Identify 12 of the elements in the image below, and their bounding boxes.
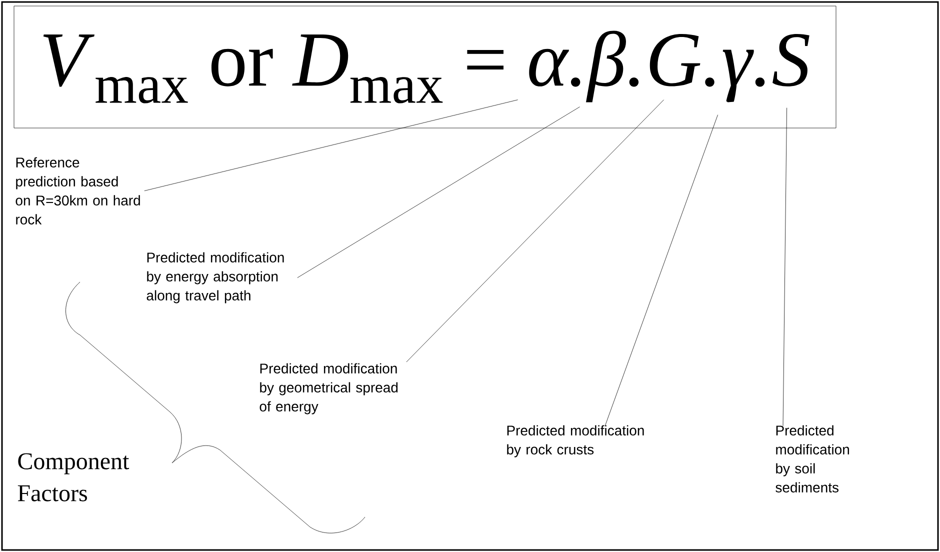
formula-box: V$_{max}$ or D$_{max}$ = α.β.G.γ.S bbox=[14, 6, 836, 128]
annotation-text: Predicted modification by energy absorption along travel path bbox=[146, 252, 284, 304]
annotation-text: Predicted modification by geometrical spread of energy bbox=[260, 363, 398, 414]
annotation-text: Predicted modification by rock crusts bbox=[507, 425, 644, 458]
leader-line bbox=[144, 100, 518, 192]
annotation-text: Predicted modification by soil sediments bbox=[776, 425, 849, 492]
annotation-text: Reference prediction based on R=30km on hard rock bbox=[16, 157, 140, 224]
leader-line bbox=[782, 108, 787, 426]
leader-line bbox=[604, 114, 718, 426]
leader-line bbox=[297, 106, 580, 278]
leader-line bbox=[406, 100, 664, 362]
label: Component Factors bbox=[18, 453, 130, 502]
